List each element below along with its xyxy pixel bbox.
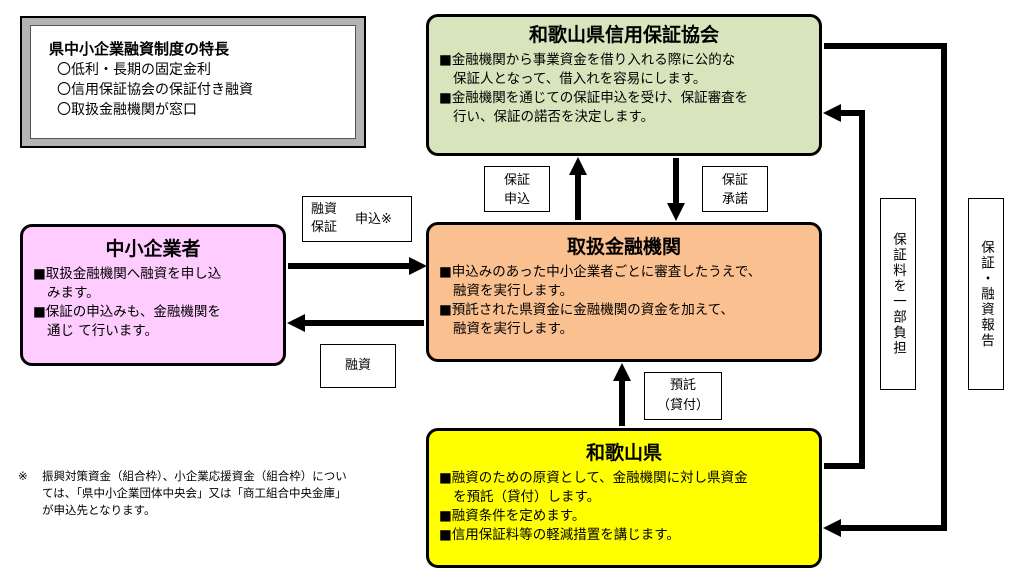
apply-label: 融資 保証 申込※ [302, 196, 412, 242]
fee-share-text: 保証料を一部負担 [890, 232, 906, 356]
deposit-line1: 預託 [669, 378, 696, 393]
sme-line: みます。 [47, 285, 100, 301]
deposit-line2: （貸付） [656, 398, 709, 413]
guarantee-apply-line1: 保証 [503, 173, 530, 188]
report-text: 保証・融資報告 [978, 239, 994, 349]
footnote-line: 振興対策資金（組合枠）、小企業応援資金（組合枠）につい [42, 469, 347, 483]
guarantee-line: 保証人となって、借入れを容易にします。 [453, 71, 707, 87]
feature-item: 〇取扱金融機関が窓口 [57, 102, 197, 118]
guarantee-association-box: 和歌山県信用保証協会 ■金融機関から事業資金を借り入れる際に公的な 保証人となっ… [426, 14, 822, 156]
footnote-line: ては、「県中小企業団体中央会」又は「商工組合中央金庫」 [42, 486, 347, 500]
arrow-fee-share [823, 104, 865, 469]
guarantee-approve-label: 保証 承諾 [702, 166, 768, 212]
guarantee-approve-line1: 保証 [721, 173, 748, 188]
loan-label-text: 融資 [344, 358, 371, 373]
feature-item: 〇低利・長期の固定金利 [57, 62, 211, 78]
fee-share-label: 保証料を一部負担 [880, 198, 916, 390]
sme-box: 中小企業者 ■取扱金融機関へ融資を申し込 みます。 ■保証の申込みも、金融機関を… [20, 224, 286, 366]
guarantee-title: 和歌山県信用保証協会 [528, 24, 719, 46]
prefecture-title: 和歌山県 [585, 442, 662, 464]
sme-line: ■取扱金融機関へ融資を申し込 [33, 266, 222, 282]
deposit-label: 預託 （貸付） [644, 372, 722, 420]
guarantee-line: 行い、保証の諾否を決定します。 [453, 109, 655, 125]
apply-label-loan: 融資 [311, 202, 338, 217]
prefecture-line: ■融資のための原資として、金融機関に対し県資金 [439, 470, 748, 486]
footnote-line: が申込先となります。 [42, 503, 156, 517]
apply-label-right: 申込※ [355, 212, 392, 227]
prefecture-line: ■融資条件を定めます。 [439, 508, 586, 524]
prefecture-line: ■信用保証料等の軽減措置を講じます。 [439, 527, 680, 543]
footnote-mark: ※ [18, 469, 28, 483]
report-label: 保証・融資報告 [968, 198, 1004, 390]
features-inner: 県中小企業融資制度の特長 〇低利・長期の固定金利 〇信用保証協会の保証付き融資 … [30, 25, 356, 139]
prefecture-box: 和歌山県 ■融資のための原資として、金融機関に対し県資金 を預託（貸付）します。… [426, 428, 822, 568]
sme-title: 中小企業者 [105, 238, 201, 260]
loan-label: 融資 [320, 344, 396, 388]
features-title: 県中小企業融資制度の特長 [49, 40, 230, 58]
guarantee-approve-line2: 承諾 [721, 192, 748, 207]
sme-line: 通じ て行います。 [47, 323, 158, 339]
guarantee-apply-line2: 申込 [503, 192, 530, 207]
feature-item: 〇信用保証協会の保証付き融資 [57, 82, 253, 98]
bank-title: 取扱金融機関 [566, 236, 681, 258]
guarantee-line: ■金融機関を通じての保証申込を受け、保証審査を [439, 90, 749, 106]
footnote: ※ 振興対策資金（組合枠）、小企業応援資金（組合枠）につい ては、「県中小企業団… [18, 468, 398, 519]
arrow-report [823, 43, 947, 537]
features-panel: 県中小企業融資制度の特長 〇低利・長期の固定金利 〇信用保証協会の保証付き融資 … [20, 16, 366, 148]
sme-line: ■保証の申込みも、金融機関を [33, 304, 221, 320]
apply-label-guarantee: 保証 [311, 220, 338, 235]
bank-line: 融資を実行します。 [453, 321, 574, 337]
guarantee-line: ■金融機関から事業資金を借り入れる際に公的な [439, 52, 736, 68]
bank-line: 融資を実行します。 [453, 283, 574, 299]
prefecture-line: を預託（貸付）します。 [453, 489, 601, 505]
bank-line: ■預託された県資金に金融機関の資金を加えて、 [439, 302, 734, 318]
bank-line: ■申込みのあった中小企業者ごとに審査したうえで、 [439, 264, 762, 280]
guarantee-apply-label: 保証 申込 [484, 166, 550, 212]
bank-box: 取扱金融機関 ■申込みのあった中小企業者ごとに審査したうえで、 融資を実行します… [426, 222, 822, 362]
